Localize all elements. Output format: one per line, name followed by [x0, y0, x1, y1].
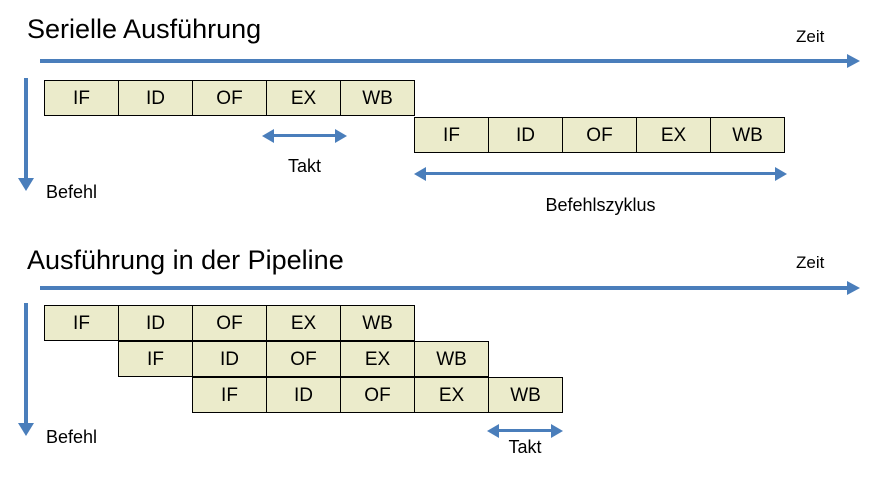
table-row: IF ID OF EX WB [414, 117, 785, 153]
time-axis-label-pipeline: Zeit [796, 253, 825, 272]
time-axis-label-serial: Zeit [796, 27, 825, 46]
time-axis-pipeline [40, 286, 850, 290]
instruction-axis-pipeline [24, 303, 28, 426]
arrow-bar [424, 172, 777, 175]
stage-cell: EX [266, 305, 341, 341]
stage-cell: IF [118, 341, 193, 377]
takt-label-serial: Takt [287, 156, 321, 176]
stage-cell: OF [340, 377, 415, 413]
stage-cell: OF [192, 305, 267, 341]
stage-cell: EX [266, 80, 341, 116]
stage-cell: IF [44, 80, 119, 116]
arrow-head-left-icon [414, 167, 426, 181]
stage-cell: OF [192, 80, 267, 116]
stage-cell: IF [44, 305, 119, 341]
stage-cell: ID [266, 377, 341, 413]
arrow-head-right-icon [335, 129, 347, 143]
instruction-axis-label-serial: Befehl [46, 182, 98, 202]
stage-cell: WB [488, 377, 563, 413]
instruction-axis-arrow-icon-pipeline [18, 423, 34, 436]
table-row: IF ID OF EX WB [192, 377, 563, 413]
stage-cell: WB [710, 117, 785, 153]
stage-cell: EX [414, 377, 489, 413]
arrow-head-left-icon [487, 424, 499, 438]
stage-cell: EX [636, 117, 711, 153]
arrow-bar [497, 429, 553, 432]
instruction-axis-serial [24, 78, 28, 181]
instruction-axis-arrow-icon-serial [18, 178, 34, 191]
stage-cell: ID [118, 305, 193, 341]
stage-cell: WB [414, 341, 489, 377]
arrow-head-right-icon [551, 424, 563, 438]
time-axis-arrow-icon-pipeline [847, 281, 860, 295]
time-axis-arrow-icon-serial [847, 54, 860, 68]
arrow-bar [272, 134, 337, 137]
stage-cell: WB [340, 80, 415, 116]
page-title-serial: Serielle Ausführung [27, 14, 262, 44]
table-row: IF ID OF EX WB [44, 80, 415, 116]
takt-measure-arrow-serial [262, 129, 347, 143]
befehlszyklus-measure-arrow [414, 167, 787, 181]
page-title-pipeline: Ausführung in der Pipeline [27, 245, 344, 275]
stage-cell: ID [118, 80, 193, 116]
stage-cell: ID [488, 117, 563, 153]
stage-cell: IF [414, 117, 489, 153]
arrow-head-left-icon [262, 129, 274, 143]
takt-measure-arrow-pipeline [487, 424, 563, 438]
stage-cell: EX [340, 341, 415, 377]
stage-cell: IF [192, 377, 267, 413]
stage-cell: OF [562, 117, 637, 153]
stage-cell: OF [266, 341, 341, 377]
takt-label-pipeline: Takt [508, 437, 542, 457]
time-axis-serial [40, 59, 850, 63]
table-row: IF ID OF EX WB [118, 341, 489, 377]
arrow-head-right-icon [775, 167, 787, 181]
stage-cell: ID [192, 341, 267, 377]
instruction-axis-label-pipeline: Befehl [46, 427, 98, 447]
befehlszyklus-label: Befehlszyklus [545, 195, 656, 215]
table-row: IF ID OF EX WB [44, 305, 415, 341]
stage-cell: WB [340, 305, 415, 341]
